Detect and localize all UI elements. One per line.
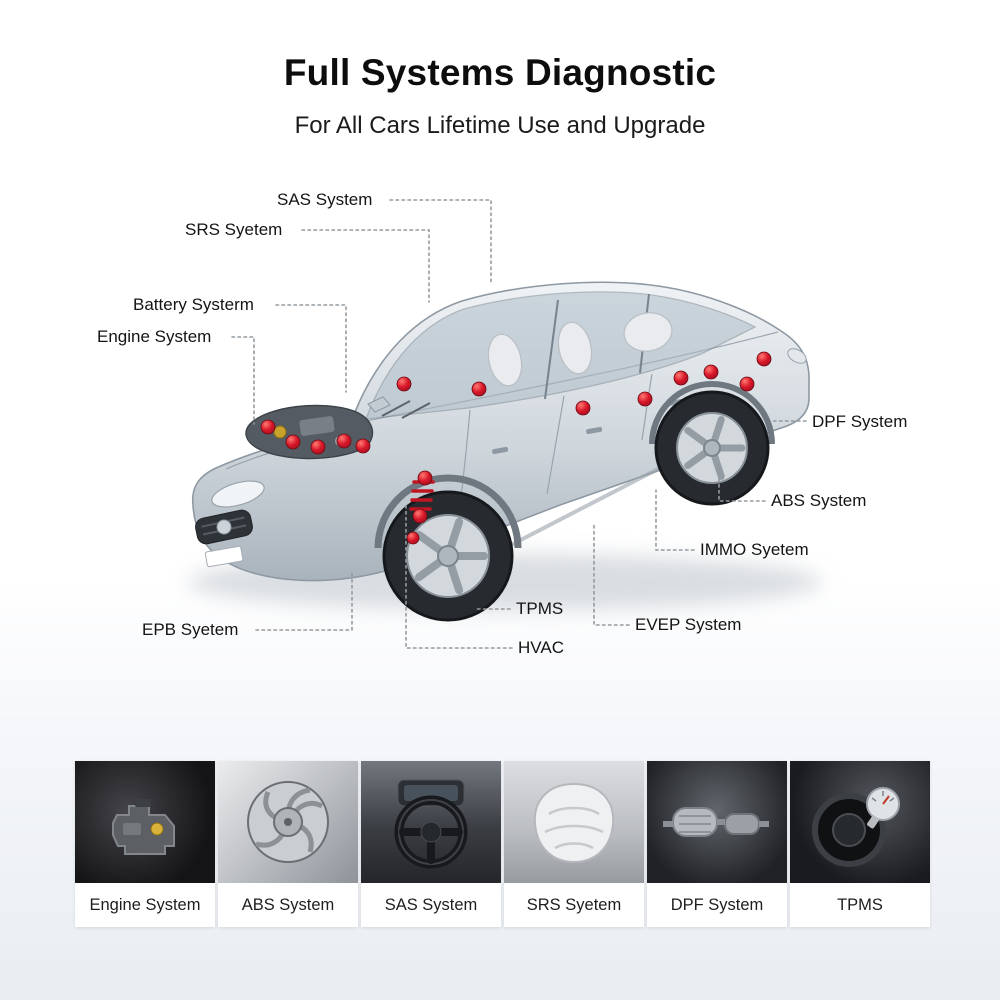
thumbnail-label: Engine System [75,883,215,927]
engine-icon [112,799,175,855]
tire-pressure-icon [812,787,900,867]
leader-battery [275,304,347,393]
leader-epb [255,569,353,631]
thumbnail-sas-system: SAS System [361,761,501,927]
leader-lines [231,199,807,649]
callout-abs-system: ABS System [771,491,867,510]
thumbnail-engine-system: Engine System [75,761,215,927]
car-systems-diagram: SAS System SRS Syetem Battery Systerm En… [97,190,908,657]
thumbnail-tpms: TPMS [790,761,930,927]
car-front-details [195,396,431,568]
thumbnail-label: DPF System [647,883,787,927]
leader-sas [389,199,492,285]
callout-srs-system: SRS Syetem [185,220,283,239]
tpms-photo [790,761,930,883]
car-seats [487,312,673,387]
leader-immo [655,489,695,551]
thumbnail-abs-system: ABS System [218,761,358,927]
thumbnail-label: SAS System [361,883,501,927]
system-markers [260,351,772,545]
callout-engine-system: Engine System [97,327,212,346]
header: Full Systems Diagnostic For All Cars Lif… [0,0,1000,140]
thumbnail-label: TPMS [790,883,930,927]
brake-disc-icon [247,781,329,863]
callout-dpf-system: DPF System [812,412,908,431]
thumbnail-srs-system: SRS Syetem [504,761,644,927]
callout-immo-system: IMMO Syetem [700,540,809,559]
thumbnail-label: SRS Syetem [504,883,644,927]
callout-epb-system: EPB Syetem [142,620,239,639]
front-wheel [382,490,514,622]
steering-wheel-icon [394,779,468,869]
thumbnail-dpf-system: DPF System [647,761,787,927]
airbag-icon [533,782,615,864]
dpf-photo [647,761,787,883]
callout-tpms: TPMS [516,599,564,618]
callout-evep-system: EVEP System [635,615,742,634]
leader-srs [301,229,430,303]
car-cutaway-illustration [187,199,823,649]
rear-wheel [654,390,770,506]
engine-photo [75,761,215,883]
callout-sas-system: SAS System [277,190,373,209]
abs-photo [218,761,358,883]
wheel-arches [374,381,775,549]
exhaust-filter-icon [663,807,769,837]
page-title: Full Systems Diagnostic [283,52,717,93]
srs-photo [504,761,644,883]
callout-hvac: HVAC [518,638,564,657]
sas-photo [361,761,501,883]
callout-battery-system: Battery Systerm [133,295,254,314]
system-thumbnails: Engine System ABS System [75,761,930,927]
leader-evep [593,521,630,626]
thumbnail-label: ABS System [218,883,358,927]
leader-engine [231,336,255,425]
page-subtitle: For All Cars Lifetime Use and Upgrade [294,112,706,139]
leader-hvac [405,504,513,649]
